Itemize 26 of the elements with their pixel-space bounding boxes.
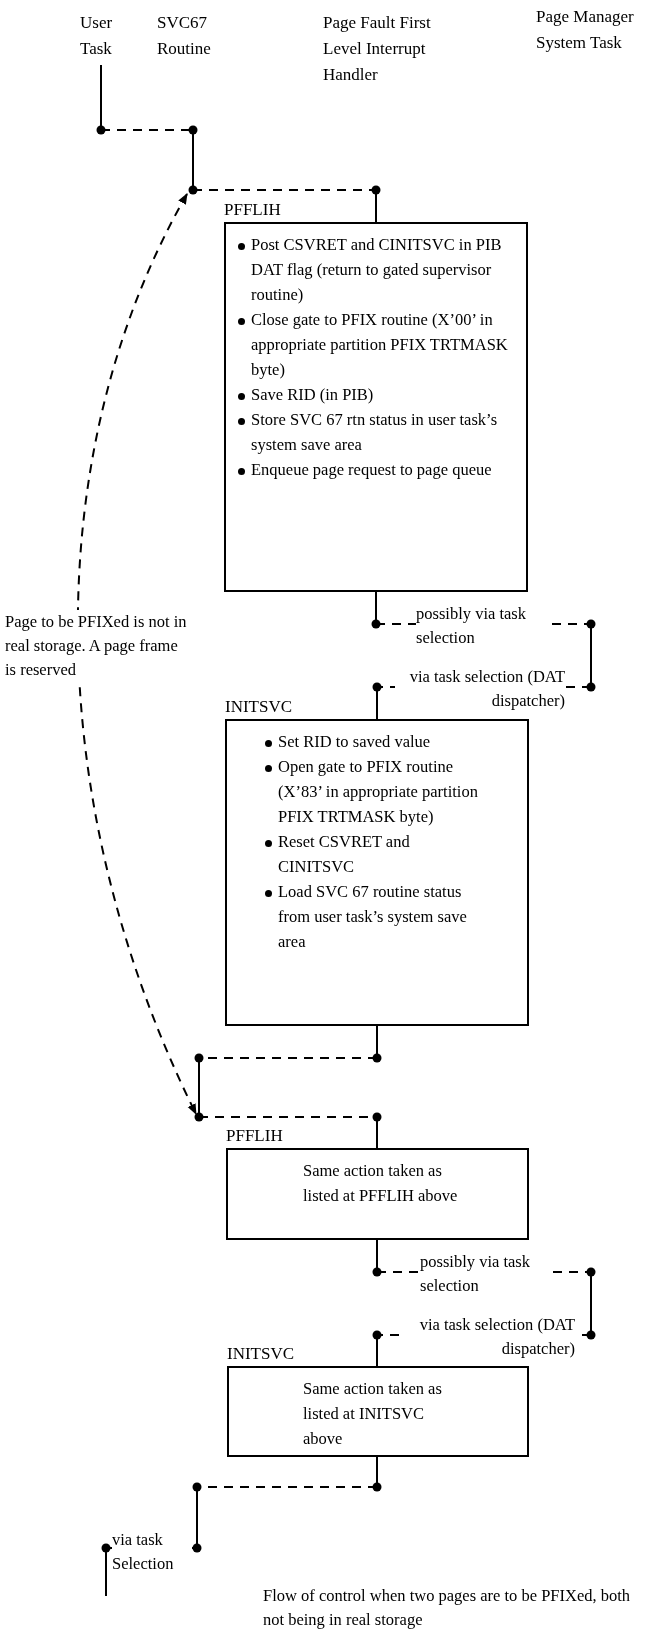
connector	[194, 1112, 382, 1149]
connector	[194, 1025, 382, 1063]
lane-header: Page Manager System Task	[536, 6, 635, 54]
box-text: Close gate to PFIX routine (X’00’ in appropriate partition PFIX TRTMASK byte)	[251, 309, 509, 381]
box-text: Post CSVRET and CINITSVC in PIB DAT flag (return to gated supervisor routine)	[251, 234, 503, 306]
box-text: Save RID (in PIB)	[251, 384, 374, 406]
lane-header: Page Fault First Level Interrupt Handler	[323, 12, 432, 86]
box-text: Same action taken as listed at INITSVC above	[303, 1378, 443, 1450]
box-heading: PFFLIH	[224, 199, 281, 221]
connector	[192, 1456, 382, 1492]
box-text: Store SVC 67 rtn status in user task’s system save area	[251, 409, 499, 456]
box-text: Reset CSVRET and CINITSVC	[278, 831, 411, 878]
box-text: Same action taken as listed at PFFLIH above	[303, 1160, 459, 1207]
box-text: Open gate to PFIX routine (X’83’ in appropriate partition PFIX TRTMASK byte)	[278, 756, 479, 828]
box-heading: PFFLIH	[226, 1125, 283, 1147]
lane-header: User Task	[80, 12, 114, 60]
curved-arrow	[76, 193, 197, 1115]
connector	[96, 125, 198, 135]
box-text: Load SVC 67 routine status from user task’s system save area	[278, 881, 468, 953]
box-text: Enqueue page request to page queue	[251, 459, 492, 481]
box-text: Set RID to saved value	[278, 731, 431, 753]
box-heading: INITSVC	[225, 696, 293, 718]
caption: Flow of control when two pages are to be PFIXed, both not being in real storage	[263, 1585, 632, 1631]
box-heading: INITSVC	[227, 1343, 295, 1365]
lane-header: SVC67 Routine	[157, 12, 212, 60]
connector	[188, 185, 381, 223]
